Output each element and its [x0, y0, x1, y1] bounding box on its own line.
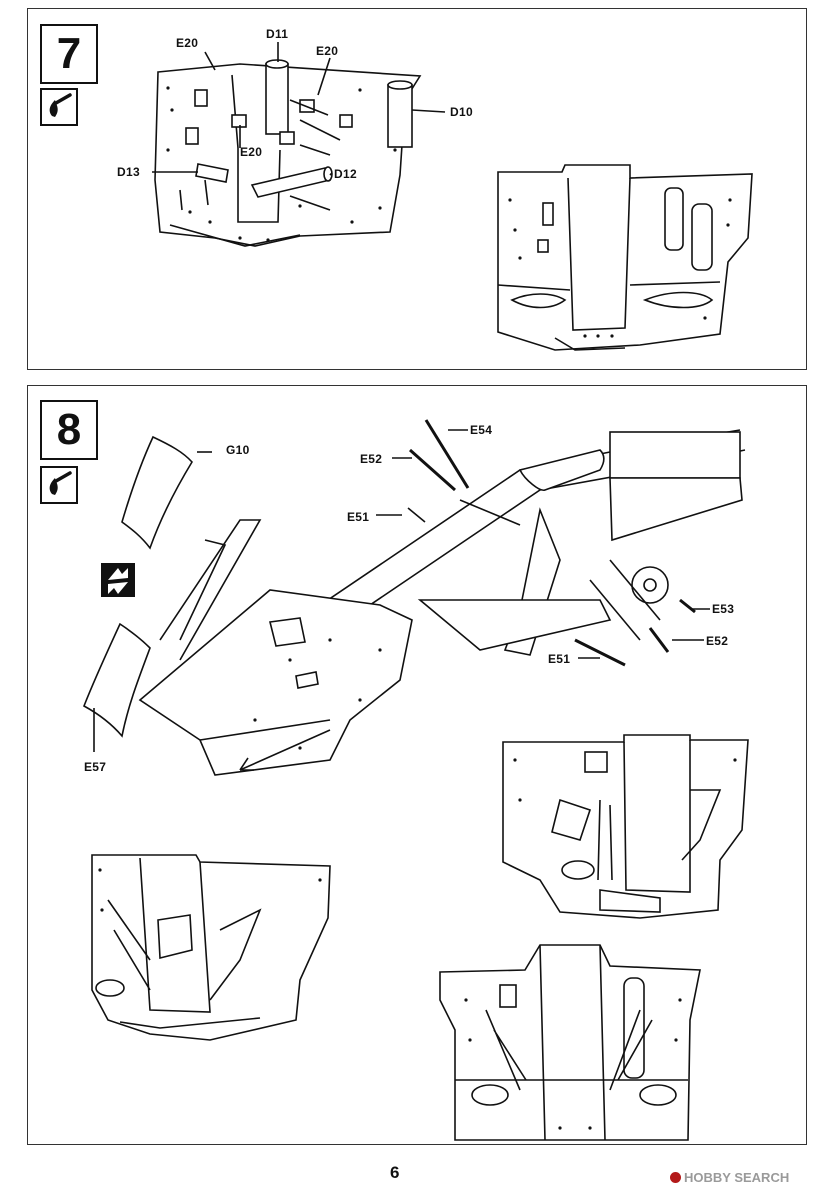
- watermark-logo-icon: [670, 1172, 681, 1183]
- part-label-e20: E20: [240, 145, 263, 159]
- part-label-e52: E52: [360, 452, 383, 466]
- part-label-d10: D10: [450, 105, 473, 119]
- part-label-d11: D11: [266, 27, 289, 41]
- part-label-g10: G10: [226, 443, 250, 457]
- part-label-e54: E54: [470, 423, 493, 437]
- page-number: 6: [390, 1163, 400, 1182]
- part-label-e20: E20: [316, 44, 339, 58]
- part-label-e51: E51: [347, 510, 370, 524]
- part-label-e53: E53: [712, 602, 735, 616]
- watermark: HOBBY SEARCH: [670, 1170, 789, 1185]
- step-8-number: 8: [40, 400, 98, 460]
- bend-arrows-icon: [101, 563, 135, 597]
- watermark-text: HOBBY SEARCH: [684, 1170, 790, 1185]
- part-label-e52: E52: [706, 634, 729, 648]
- part-label-e51: E51: [548, 652, 571, 666]
- part-label-e20: E20: [176, 36, 199, 50]
- step-7-number: 7: [40, 24, 98, 84]
- part-label-d12: D12: [334, 167, 357, 181]
- part-label-d13: D13: [117, 165, 140, 179]
- glue-drop-icon: [40, 466, 78, 504]
- part-label-e57: E57: [84, 760, 107, 774]
- glue-drop-icon: [40, 88, 78, 126]
